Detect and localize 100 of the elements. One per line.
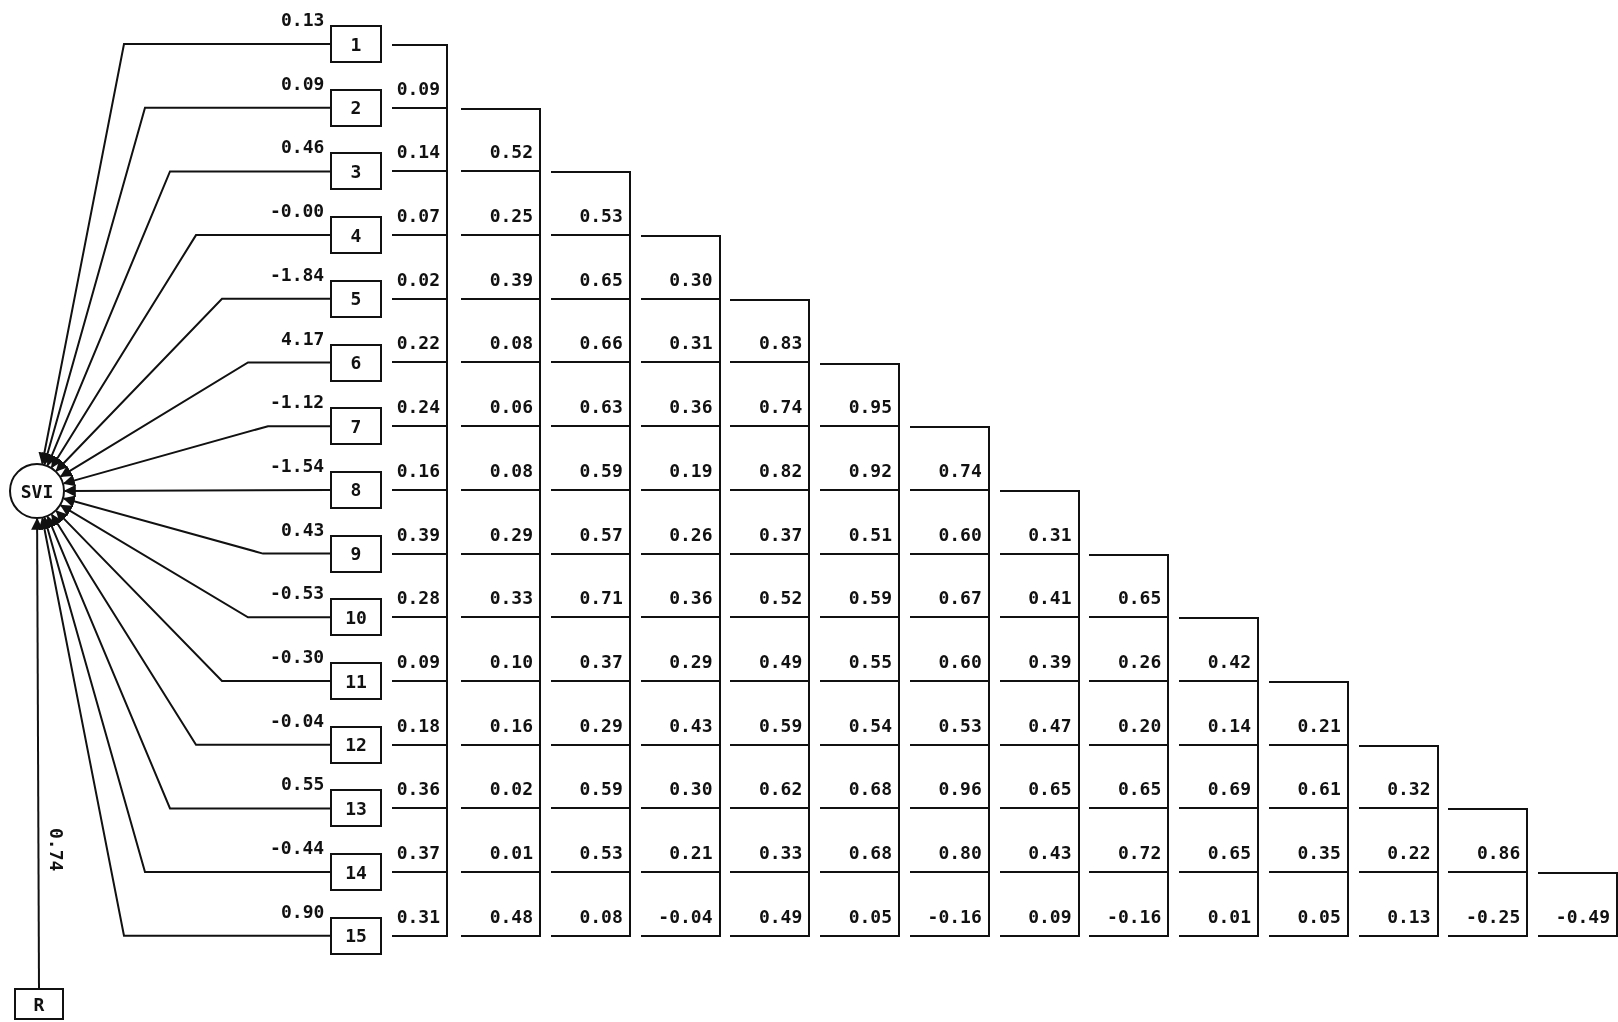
arrow xyxy=(41,106,331,466)
table-cell: 0.53 xyxy=(909,681,990,746)
table-cell: 0.39 xyxy=(392,489,448,555)
table-cell: 0.32 xyxy=(1358,744,1439,810)
box-node: 8 xyxy=(330,470,382,509)
table-cell: 0.02 xyxy=(392,235,448,300)
arrow xyxy=(46,170,331,467)
table-cell: 0.35 xyxy=(1268,808,1349,874)
table-cell: 0.31 xyxy=(999,489,1080,555)
arrow xyxy=(55,297,331,472)
table-cell: 0.92 xyxy=(820,426,900,491)
arrow xyxy=(50,513,331,746)
table-cell: 0.65 xyxy=(1179,808,1259,874)
box-node: 2 xyxy=(330,88,382,127)
table-cell: 0.67 xyxy=(909,553,990,619)
arrow xyxy=(59,361,331,478)
table-cell: 0.30 xyxy=(640,744,721,810)
table-cell: 0.65 xyxy=(999,744,1080,810)
table-cell: 0.36 xyxy=(640,553,721,619)
table-cell: 0.33 xyxy=(730,808,811,874)
table-cell: 0.53 xyxy=(550,171,631,237)
table-cell: 0.09 xyxy=(392,617,448,682)
table-cell: 0.37 xyxy=(550,617,631,682)
table-cell: 0.80 xyxy=(909,808,990,874)
table-cell: 0.42 xyxy=(1179,617,1259,682)
box-node: 3 xyxy=(330,152,382,191)
box-node: 13 xyxy=(330,789,382,828)
table-cell: 0.65 xyxy=(550,235,631,300)
table-cell: 0.43 xyxy=(640,681,721,746)
table-cell: 0.05 xyxy=(820,872,900,937)
arrow xyxy=(59,504,331,619)
table-cell: 0.61 xyxy=(1268,744,1349,810)
table-cell: 0.65 xyxy=(1089,744,1170,810)
table-cell: 0.74 xyxy=(730,362,811,428)
box-node: 7 xyxy=(330,407,382,446)
box-node: 10 xyxy=(330,598,382,637)
table-cell: 0.26 xyxy=(1089,617,1170,682)
table-cell: -0.16 xyxy=(1089,872,1170,937)
table-cell: 0.20 xyxy=(1089,681,1170,746)
circle-node: SVI xyxy=(9,463,65,519)
table-cell: 0.26 xyxy=(640,489,721,555)
table-cell: 0.43 xyxy=(999,808,1080,874)
table-cell: -0.16 xyxy=(909,872,990,937)
table-cell: 0.74 xyxy=(909,426,990,491)
table-cell: 0.68 xyxy=(820,808,900,874)
table-cell: 0.37 xyxy=(392,808,448,874)
arrow xyxy=(63,484,331,497)
table-cell: 0.49 xyxy=(730,872,811,937)
box-node: 11 xyxy=(330,662,382,700)
table-cell: 0.01 xyxy=(1179,872,1259,937)
table-cell: 0.09 xyxy=(392,44,448,109)
table-cell: -0.04 xyxy=(640,872,721,937)
table-cell: 0.25 xyxy=(461,171,541,237)
arrow xyxy=(31,517,44,989)
table-cell: 0.60 xyxy=(909,489,990,555)
table-cell: 0.06 xyxy=(461,362,541,428)
table-cell: 0.36 xyxy=(392,744,448,810)
table-cell: 0.39 xyxy=(999,617,1080,682)
table-cell: 0.37 xyxy=(730,489,811,555)
box-node: R xyxy=(14,988,64,1020)
table-cell: -0.49 xyxy=(1538,872,1618,937)
table-cell: 0.24 xyxy=(392,362,448,428)
table-cell: 0.33 xyxy=(461,553,541,619)
table-cell: 0.36 xyxy=(640,362,721,428)
table-cell: 0.52 xyxy=(730,553,811,619)
box-node: 1 xyxy=(330,25,382,63)
table-cell: -0.25 xyxy=(1448,872,1529,937)
table-cell: 0.41 xyxy=(999,553,1080,619)
table-cell: 0.14 xyxy=(1179,681,1259,746)
table-cell: 0.29 xyxy=(461,489,541,555)
table-cell: 0.86 xyxy=(1448,808,1529,874)
table-cell: 0.55 xyxy=(820,617,900,682)
table-cell: 0.71 xyxy=(550,553,631,619)
table-cell: 0.05 xyxy=(1268,872,1349,937)
table-cell: 0.02 xyxy=(461,744,541,810)
table-cell: 0.22 xyxy=(1358,808,1439,874)
table-cell: 0.21 xyxy=(640,808,721,874)
table-cell: 0.14 xyxy=(392,107,448,173)
box-node: 14 xyxy=(330,853,382,892)
box-node: 5 xyxy=(330,279,382,318)
table-cell: 0.51 xyxy=(820,489,900,555)
table-cell: 0.18 xyxy=(392,681,448,746)
table-cell: 0.96 xyxy=(909,744,990,810)
box-node: 15 xyxy=(330,916,382,955)
table-cell: 0.60 xyxy=(909,617,990,682)
table-cell: 0.10 xyxy=(461,617,541,682)
table-cell: 0.22 xyxy=(392,298,448,364)
table-cell: 0.08 xyxy=(550,872,631,937)
table-cell: 0.31 xyxy=(392,872,448,937)
table-cell: 0.31 xyxy=(640,298,721,364)
table-cell: 0.53 xyxy=(550,808,631,874)
arrow xyxy=(62,425,331,487)
table-cell: 0.01 xyxy=(461,808,541,874)
arrow xyxy=(55,510,331,682)
table-cell: 0.59 xyxy=(550,426,631,491)
table-cell: 0.19 xyxy=(640,426,721,491)
table-cell: 0.69 xyxy=(1179,744,1259,810)
table-cell: 0.29 xyxy=(550,681,631,746)
table-cell: 0.95 xyxy=(820,362,900,428)
box-node: 9 xyxy=(330,534,382,573)
